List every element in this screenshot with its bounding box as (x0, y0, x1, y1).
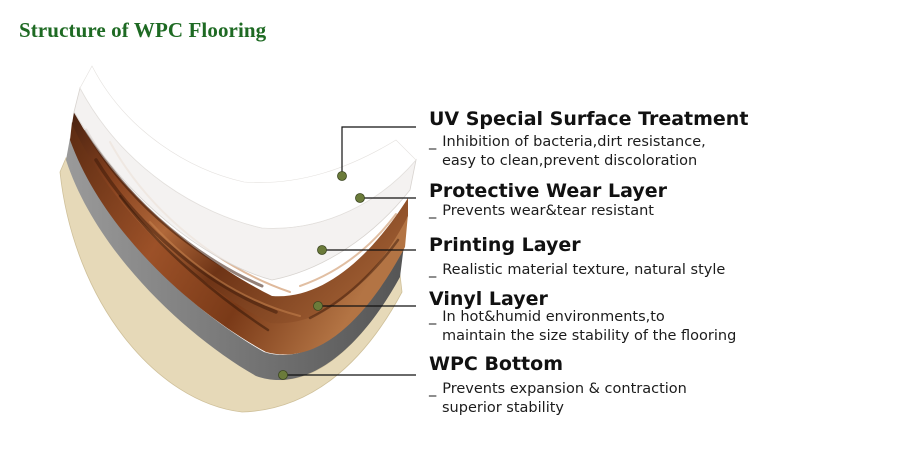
leader-dot-printing (318, 246, 327, 255)
leader-dot-uv (338, 172, 347, 181)
layer-description: _Realistic material texture, natural sty… (429, 261, 725, 280)
layer-title: UV Special Surface Treatment (429, 108, 748, 130)
leader-dot-vinyl (314, 302, 323, 311)
layer-description: _In hot&humid environments,to maintain t… (429, 308, 736, 346)
layer-description: _Inhibition of bacteria,dirt resistance,… (429, 133, 706, 171)
layer-title: Vinyl Layer (429, 288, 548, 310)
layer-title: Printing Layer (429, 234, 581, 256)
leader-dot-wear (356, 194, 365, 203)
layer-description: _Prevents wear&tear resistant (429, 202, 654, 221)
layer-title: WPC Bottom (429, 353, 563, 375)
layer-description: _Prevents expansion & contraction superi… (429, 380, 687, 418)
layer-title: Protective Wear Layer (429, 180, 667, 202)
leader-dot-bottom (279, 371, 288, 380)
